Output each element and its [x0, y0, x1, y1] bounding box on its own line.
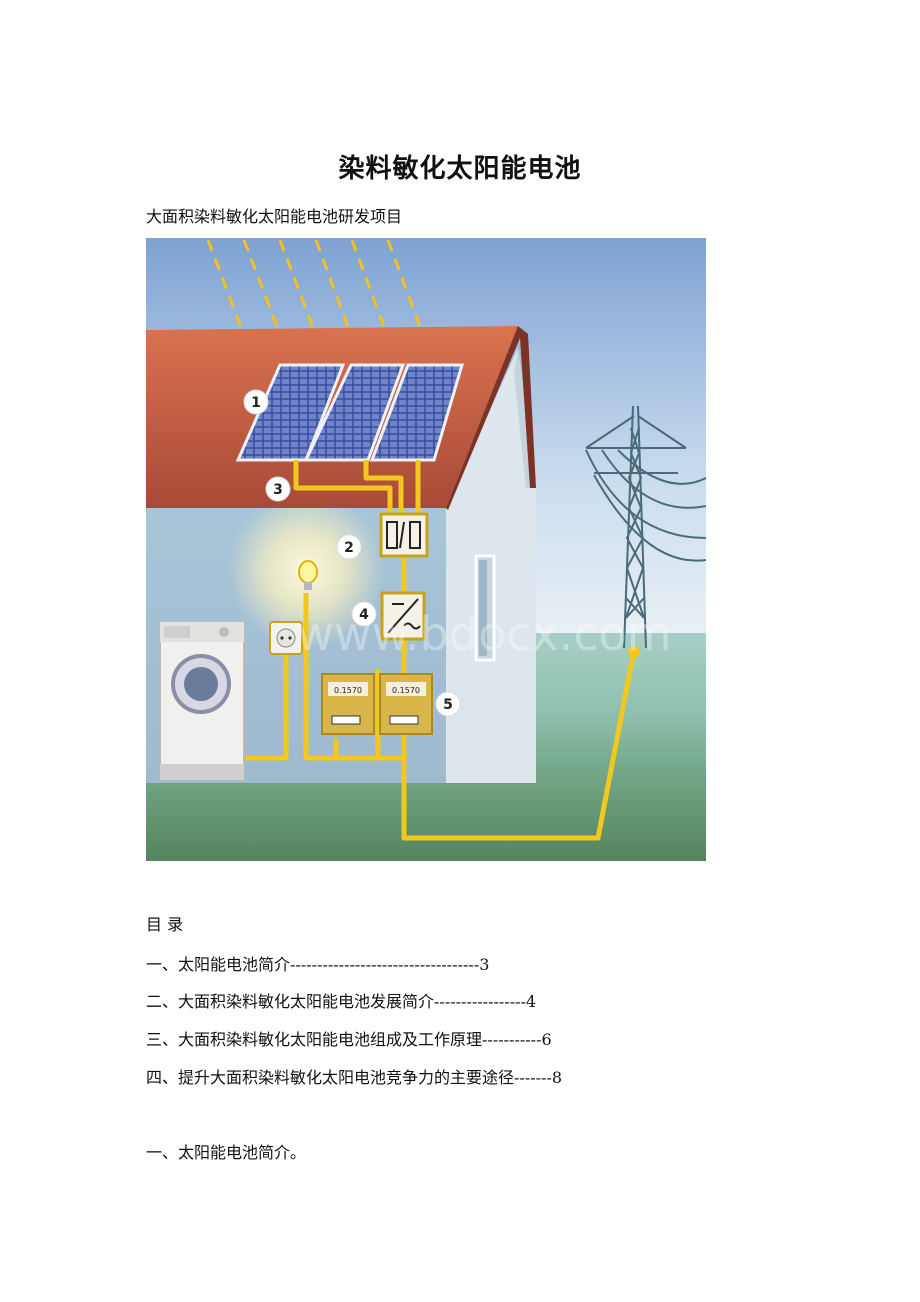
toc-item-leader: ------- [514, 1068, 552, 1087]
washing-machine [159, 621, 245, 781]
callout-2: 2 [336, 534, 362, 560]
inverter [380, 591, 426, 641]
toc-item-3[interactable]: 三、大面积染料敏化太阳能电池组成及工作原理-----------6 [146, 1026, 552, 1050]
svg-text:5: 5 [443, 697, 453, 713]
page-title: 染料敏化太阳能电池 [338, 154, 582, 184]
wiring [246, 460, 637, 841]
svg-text:4: 4 [359, 607, 369, 623]
callout-5: 5 [435, 691, 461, 717]
toc-item-leader: ----------- [482, 1030, 542, 1049]
toc-item-leader: ----------------- [434, 992, 526, 1011]
toc-item-title: 三、大面积染料敏化太阳能电池组成及工作原理 [146, 1030, 483, 1049]
toc-item-title: 一、太阳能电池简介 [146, 955, 291, 974]
wall-socket-icon [269, 621, 303, 655]
callout-3: 3 [265, 476, 291, 502]
callout-1: 1 [243, 389, 269, 415]
toc-item-2[interactable]: 二、大面积染料敏化太阳能电池发展简介-----------------4 [146, 988, 536, 1012]
toc-item-title: 二、大面积染料敏化太阳能电池发展简介 [146, 992, 435, 1011]
document-subtitle: 大面积染料敏化太阳能电池研发项目 [146, 207, 403, 226]
house-window [474, 554, 496, 662]
svg-text:1: 1 [251, 395, 261, 411]
meter-reading-left: 0.1570 [334, 686, 362, 695]
electricity-meters: 0.1570 0.1570 [321, 673, 433, 735]
toc-item-4[interactable]: 四、提升大面积染料敏化太阳电池竞争力的主要途径-------8 [146, 1064, 562, 1088]
junction-box [379, 512, 429, 558]
roof-edge [446, 326, 536, 510]
toc-item-page: 6 [541, 1030, 552, 1049]
toc-item-title: 四、提升大面积染料敏化太阳电池竞争力的主要途径 [146, 1068, 515, 1087]
power-pylon [585, 405, 706, 649]
solar-house-svg: 0.1570 0.1570 [146, 238, 706, 861]
toc-item-leader: ----------------------------------- [290, 955, 480, 974]
toc-item-page: 3 [479, 955, 490, 974]
watermark-text: www.bdocx.com [296, 607, 671, 661]
solar-panels [235, 363, 465, 462]
callout-4: 4 [351, 601, 377, 627]
meter-reading-right: 0.1570 [392, 686, 420, 695]
solar-house-illustration: 0.1570 0.1570 [146, 238, 706, 861]
pylon-connection-point [628, 646, 640, 658]
svg-text:3: 3 [273, 482, 283, 498]
svg-text:2: 2 [344, 540, 354, 556]
toc-item-page: 8 [551, 1068, 563, 1087]
toc-heading: 目 录 [146, 915, 184, 934]
section-heading: 一、太阳能电池简介。 [146, 1143, 307, 1162]
toc-item-page: 4 [525, 992, 537, 1011]
light-bulb-icon [298, 560, 318, 590]
toc-item-1[interactable]: 一、太阳能电池简介-------------------------------… [146, 951, 489, 975]
